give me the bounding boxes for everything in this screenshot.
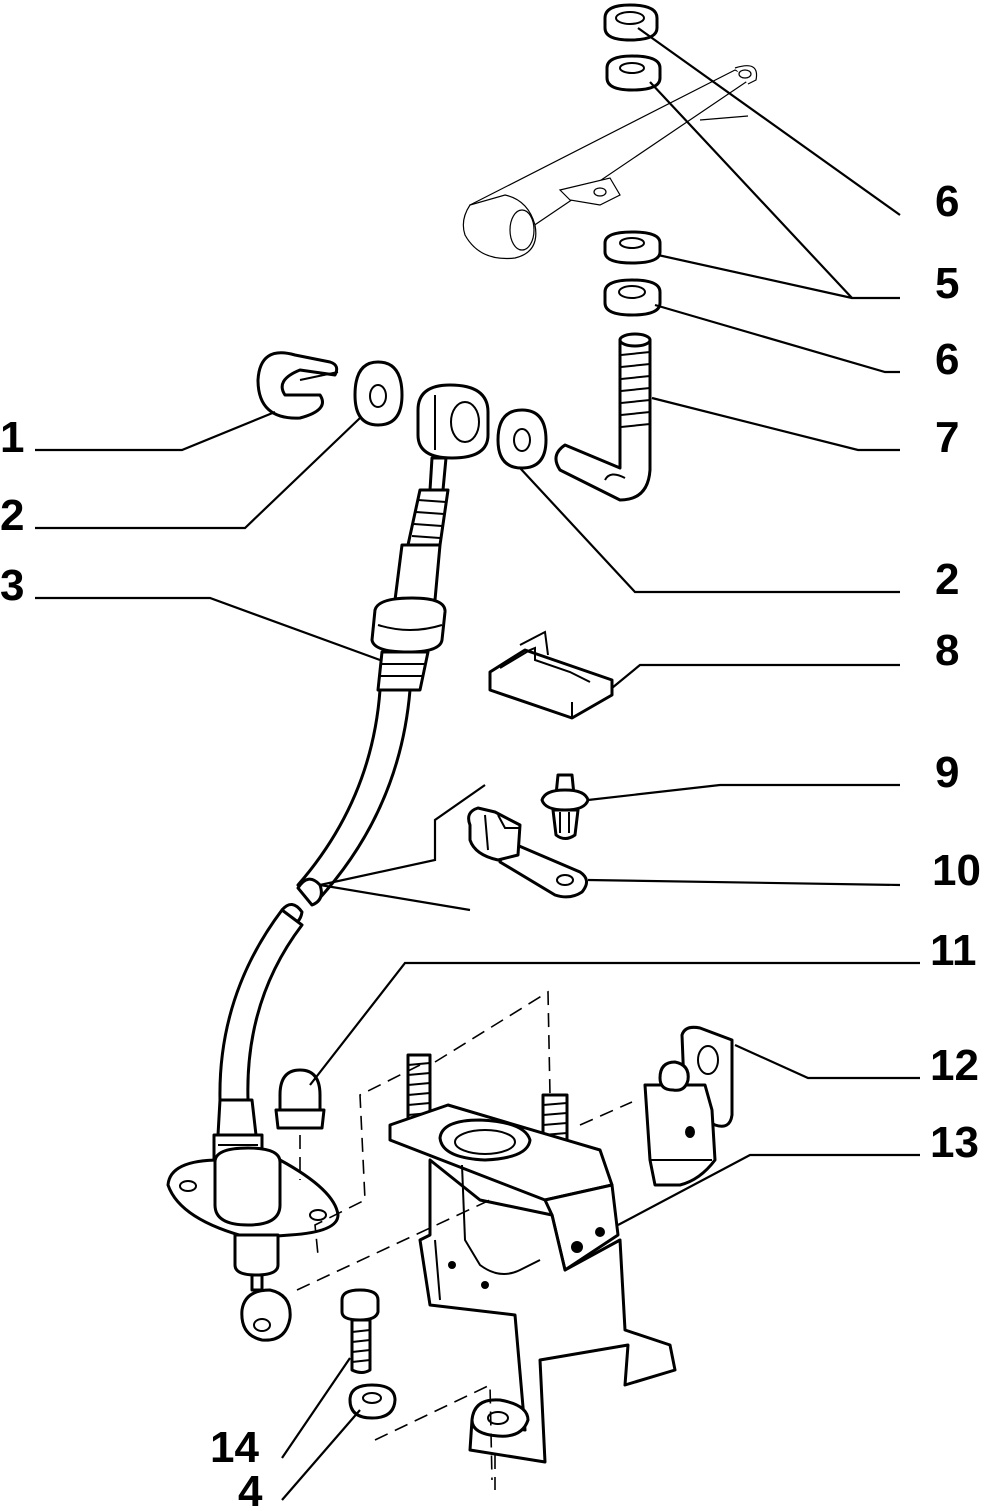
callout-6-top: 6 [935,177,959,226]
mounting-reference-lines [319,784,486,912]
washer-lower [603,230,662,265]
gear-lever-reference-ghost [462,65,758,260]
callout-labels: 1 2 3 14 4 6 5 6 7 2 8 9 10 11 12 13 [0,177,981,1511]
support-bracket [388,1053,677,1464]
callout-14: 14 [210,1423,259,1472]
cable-bracket [467,806,588,899]
assembly-dashed-lines [296,990,633,1490]
callout-2-right: 2 [935,555,959,604]
callout-9: 9 [935,748,959,797]
callout-12: 12 [930,1041,979,1090]
bolt [340,1288,380,1374]
spring-clip [256,351,339,420]
washer-left [353,360,404,427]
ball-joint-bracket [643,1025,734,1187]
washer-top [605,54,662,92]
leader-lines [35,27,920,1501]
callout-7: 7 [935,413,959,462]
callout-5: 5 [935,259,959,308]
callout-13: 13 [930,1118,979,1167]
callout-3: 3 [0,561,24,610]
callout-6-lower: 6 [935,335,959,384]
cap-nut [274,1068,326,1130]
threaded-l-pin [554,332,652,502]
nut-lower [603,278,662,317]
callout-2-left: 2 [0,491,24,540]
gearshift-cable [166,383,490,1342]
callout-10: 10 [932,846,981,895]
callout-11: 11 [930,926,977,975]
washer-right [496,408,548,470]
washer-bottom [348,1383,397,1420]
retaining-clip [488,630,614,720]
callout-8: 8 [935,626,959,675]
callout-4: 4 [238,1467,263,1511]
push-rivet [540,773,590,840]
callout-1: 1 [0,413,24,462]
